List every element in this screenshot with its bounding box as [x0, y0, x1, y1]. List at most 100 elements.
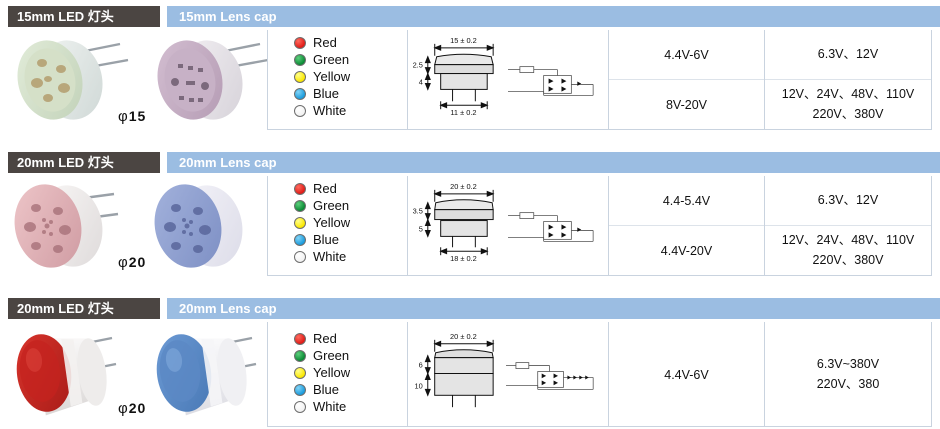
range-cell-row2: 12V、24V、48V、110V 220V、380V	[765, 80, 931, 129]
color-label: Yellow	[313, 215, 351, 230]
header-left-label: 20mm LED 灯头	[17, 155, 114, 170]
led-20mm-blue-cap-photo	[156, 334, 257, 416]
color-option-blue[interactable]: Blue	[294, 231, 350, 248]
header-right-label: 20mm Lens cap	[179, 301, 277, 316]
dimension-drawing-cell-20mm-flat: 20 ± 0.2 18 ± 0.2 3.5 5	[408, 176, 608, 275]
color-option-green[interactable]: Green	[294, 197, 350, 214]
color-option-yellow[interactable]: Yellow	[294, 364, 350, 381]
green-swatch-icon	[294, 199, 306, 212]
color-option-blue[interactable]: Blue	[294, 85, 350, 102]
white-swatch-icon	[294, 104, 306, 117]
drawing-height-upper: 2.5	[413, 61, 423, 70]
drawing-height-lower: 5	[419, 224, 423, 233]
range-line: 220V、380V	[812, 106, 884, 121]
color-option-white[interactable]: White	[294, 102, 350, 119]
dimension-drawing-20mm-dome: 20 ± 0.2 6 10	[415, 332, 594, 408]
white-swatch-icon	[294, 400, 306, 413]
range-column-20mm-dome: 6.3V~380V 220V、380	[765, 322, 931, 426]
color-label: Red	[313, 331, 337, 346]
section-header-right-20mm-dome: 20mm Lens cap	[167, 298, 940, 319]
voltage-column-20mm-dome: 4.4V-6V	[609, 322, 764, 426]
yellow-swatch-icon	[294, 366, 306, 379]
color-label: Green	[313, 198, 350, 213]
range-cell-row1: 6.3V~380V 220V、380	[765, 322, 931, 427]
drawing-bottom-dim: 11 ± 0.2	[450, 108, 476, 117]
color-option-blue[interactable]: Blue	[294, 381, 350, 398]
range-cell-row2: 12V、24V、48V、110V 220V、380V	[765, 226, 931, 275]
yellow-swatch-icon	[294, 70, 306, 83]
color-options-cell-20mm-dome: Red Green Yellow Blue White	[268, 322, 407, 426]
red-swatch-icon	[294, 182, 306, 195]
color-option-red[interactable]: Red	[294, 34, 350, 51]
color-option-green[interactable]: Green	[294, 51, 350, 68]
diameter-label-20mm-dome: φ20	[118, 400, 146, 417]
color-label: Yellow	[313, 69, 351, 84]
spec-table-20mm-flat: Red Green Yellow Blue White	[267, 176, 932, 276]
voltage-cell-row2: 8V-20V	[665, 97, 707, 112]
voltage-cell-row2: 4.4V-20V	[660, 243, 713, 258]
voltage-cell-row1: 4.4-5.4V	[662, 193, 711, 208]
range-line: 220V、380V	[812, 252, 884, 267]
range-line: 12V、24V、48V、110V	[781, 87, 915, 102]
red-swatch-icon	[294, 332, 306, 345]
diameter-symbol: φ	[118, 400, 129, 417]
color-legend-20mm-flat: Red Green Yellow Blue White	[294, 180, 350, 265]
blue-swatch-icon	[294, 383, 306, 396]
blue-swatch-icon	[294, 87, 306, 100]
dimension-drawing-15mm: 15 ± 0.2 11 ± 0.2 2.5 4	[413, 36, 594, 117]
color-legend-20mm-dome: Red Green Yellow Blue White	[294, 330, 350, 415]
product-photos-20mm-flat: φ20	[0, 174, 265, 282]
drawing-top-dim: 15 ± 0.2	[450, 36, 477, 45]
color-label: Red	[313, 181, 337, 196]
range-cell-row1: 6.3V、12V	[765, 176, 931, 225]
dimension-drawing-cell-15mm: 15 ± 0.2 11 ± 0.2 2.5 4	[408, 30, 608, 129]
drawing-top-dim: 20 ± 0.2	[450, 332, 477, 341]
range-column-15mm: 6.3V、12V 12V、24V、48V、110V 220V、380V	[765, 30, 931, 129]
range-line: 12V、24V、48V、110V	[781, 233, 915, 248]
dimension-drawing-cell-20mm-dome: 20 ± 0.2 6 10	[408, 322, 608, 426]
diameter-value: 20	[128, 254, 147, 270]
color-option-white[interactable]: White	[294, 398, 350, 415]
section-header-right-15mm: 15mm Lens cap	[167, 6, 940, 27]
blue-swatch-icon	[294, 233, 306, 246]
color-label: Red	[313, 35, 337, 50]
section-15mm-led: 15mm LED 灯头 15mm Lens cap	[0, 0, 940, 140]
color-option-red[interactable]: Red	[294, 180, 350, 197]
section-20mm-led-flat: 20mm LED 灯头 20mm Lens cap	[0, 146, 940, 286]
product-photos-15mm: φ15	[0, 28, 269, 136]
diameter-symbol: φ	[118, 254, 129, 271]
drawing-height-lower: 10	[415, 381, 423, 390]
section-header-left-20mm-flat: 20mm LED 灯头	[8, 152, 160, 173]
red-swatch-icon	[294, 36, 306, 49]
diameter-value: 15	[128, 108, 147, 124]
section-20mm-led-dome: 20mm LED 灯头 20mm Lens cap	[0, 292, 940, 429]
color-option-yellow[interactable]: Yellow	[294, 214, 350, 231]
color-label: Yellow	[313, 365, 351, 380]
range-column-20mm-flat: 6.3V、12V 12V、24V、48V、110V 220V、380V	[765, 176, 931, 275]
product-photos-20mm-dome: φ20	[0, 320, 265, 428]
header-left-label: 20mm LED 灯头	[17, 301, 114, 316]
color-label: Blue	[313, 382, 340, 397]
voltage-cell-row1: 4.4V-6V	[664, 367, 709, 382]
white-swatch-icon	[294, 250, 306, 263]
color-label: Green	[313, 52, 350, 67]
drawing-height-upper: 6	[419, 361, 423, 370]
color-options-cell-15mm: Red Green Yellow Blue White	[268, 30, 407, 129]
color-option-white[interactable]: White	[294, 248, 350, 265]
color-option-yellow[interactable]: Yellow	[294, 68, 350, 85]
header-left-label: 15mm LED 灯头	[17, 9, 114, 24]
voltage-column-20mm-flat: 4.4-5.4V 4.4V-20V	[609, 176, 764, 275]
spec-table-20mm-dome: Red Green Yellow Blue White	[267, 322, 932, 427]
color-option-red[interactable]: Red	[294, 330, 350, 347]
drawing-bottom-dim: 18 ± 0.2	[450, 254, 477, 263]
color-options-cell-20mm-flat: Red Green Yellow Blue White	[268, 176, 407, 275]
header-right-label: 20mm Lens cap	[179, 155, 277, 170]
range-line: 6.3V、12V	[817, 192, 879, 207]
led-20mm-pink-face-photo	[14, 184, 119, 268]
dimension-drawing-20mm-flat: 20 ± 0.2 18 ± 0.2 3.5 5	[413, 182, 594, 263]
section-header-left-15mm: 15mm LED 灯头	[8, 6, 160, 27]
spec-table-15mm: Red Green Yellow Blue White	[267, 30, 932, 130]
color-legend-15mm: Red Green Yellow Blue White	[294, 34, 350, 119]
green-swatch-icon	[294, 53, 306, 66]
color-option-green[interactable]: Green	[294, 347, 350, 364]
